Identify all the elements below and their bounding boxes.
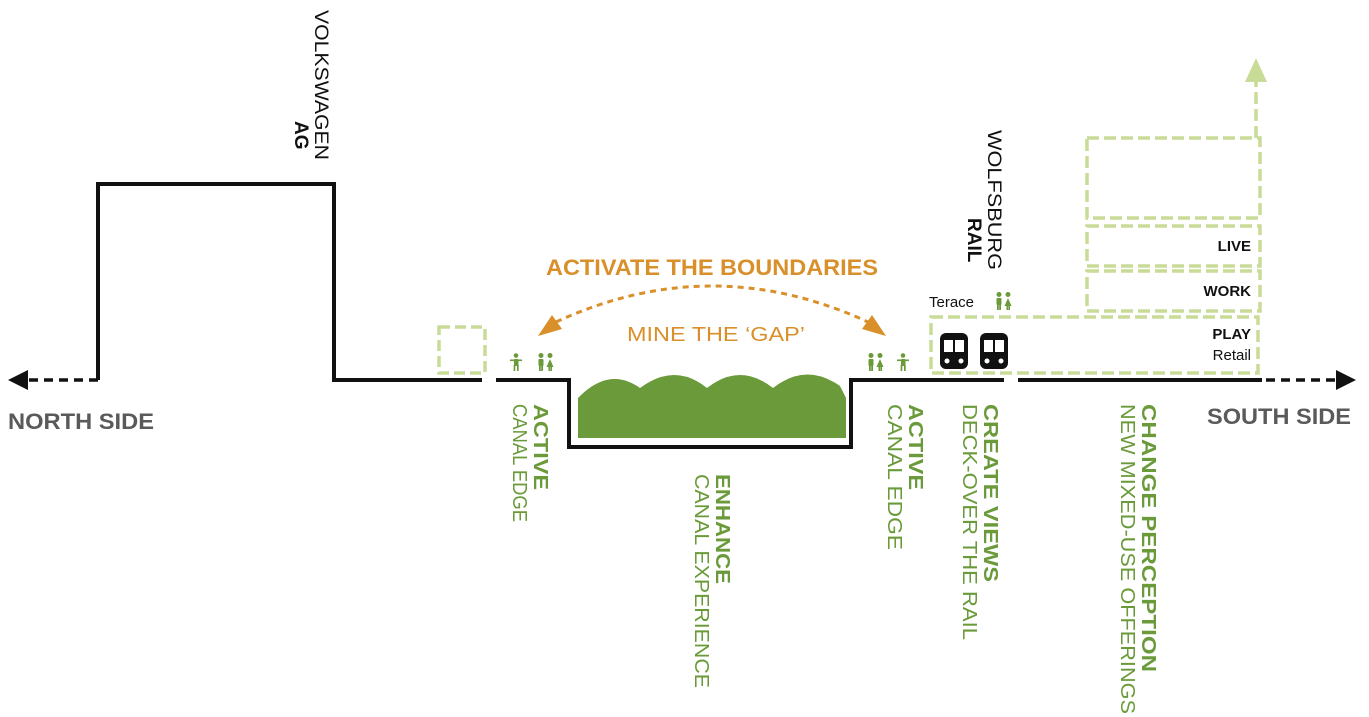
svg-text:CHANGE PERCEPTION: CHANGE PERCEPTION	[1137, 404, 1159, 672]
stack-retail-label: Retail	[1213, 347, 1251, 364]
svg-text:DECK-OVER THE RAIL: DECK-OVER THE RAIL	[958, 404, 980, 640]
ground-profile-north	[96, 182, 482, 382]
volkswagen-label: VOLKSWAGEN AG	[290, 10, 331, 160]
svg-text:RAIL: RAIL	[963, 218, 984, 263]
create-views-label: CREATE VIEWS DECK-OVER THE RAIL	[958, 404, 1001, 640]
train-icon	[940, 333, 968, 369]
north-arrow	[8, 370, 98, 390]
south-side-label: SOUTH SIDE	[1207, 404, 1351, 429]
canal-water	[578, 374, 846, 438]
north-side-label: NORTH SIDE	[8, 409, 154, 434]
mixed-use-stack	[929, 78, 1262, 375]
work-box	[1085, 269, 1262, 313]
pedestrian-icon	[897, 353, 909, 371]
boundaries-arrow-left	[538, 315, 562, 336]
stack-work-label: WORK	[1204, 283, 1252, 300]
stack-live-label: LIVE	[1218, 238, 1251, 255]
people-icon	[996, 292, 1012, 310]
svg-text:ACTIVE: ACTIVE	[529, 404, 551, 490]
boundaries-arrow-right	[862, 315, 886, 336]
change-perception-label: CHANGE PERCEPTION NEW MIXED-USE OFFERING…	[1116, 404, 1159, 714]
gap-subtitle: MINE THE ‘GAP’	[627, 324, 805, 346]
active-canal-edge-north-label: ACTIVE CANAL EDGE	[508, 404, 551, 522]
active-canal-edge-south-label: ACTIVE CANAL EDGE	[883, 404, 926, 550]
svg-text:CANAL EXPERIENCE: CANAL EXPERIENCE	[690, 474, 712, 688]
proposed-pavilion	[437, 325, 487, 375]
boundaries-arc	[555, 284, 869, 324]
svg-text:ENHANCE: ENHANCE	[711, 474, 733, 584]
svg-text:CANAL EDGE: CANAL EDGE	[508, 404, 530, 522]
deck-play-box	[929, 315, 1260, 375]
svg-text:ACTIVE: ACTIVE	[904, 404, 926, 490]
svg-text:AG: AG	[290, 121, 311, 150]
south-arrow	[1266, 370, 1356, 390]
svg-text:CREATE VIEWS: CREATE VIEWS	[979, 404, 1001, 582]
svg-text:CANAL EDGE: CANAL EDGE	[883, 404, 905, 550]
people-icon	[868, 353, 884, 371]
boundaries-title: ACTIVATE THE BOUNDARIES	[546, 255, 878, 280]
wolfsburg-rail-label: WOLFSBURG RAIL	[963, 130, 1004, 270]
upper-box	[1085, 136, 1262, 220]
svg-text:VOLKSWAGEN: VOLKSWAGEN	[310, 10, 331, 160]
growth-arrow-head	[1245, 58, 1267, 82]
svg-text:NEW MIXED-USE OFFERINGS: NEW MIXED-USE OFFERINGS	[1116, 404, 1138, 714]
train-icon	[980, 333, 1008, 369]
live-box	[1085, 224, 1262, 268]
ground-profile-canal	[496, 378, 1004, 449]
pedestrian-icon	[510, 353, 522, 371]
terace-label: Terace	[929, 294, 974, 311]
stack-play-label: PLAY	[1212, 326, 1251, 343]
people-icon	[538, 353, 554, 371]
svg-text:WOLFSBURG: WOLFSBURG	[983, 130, 1004, 270]
enhance-canal-label: ENHANCE CANAL EXPERIENCE	[690, 474, 733, 688]
